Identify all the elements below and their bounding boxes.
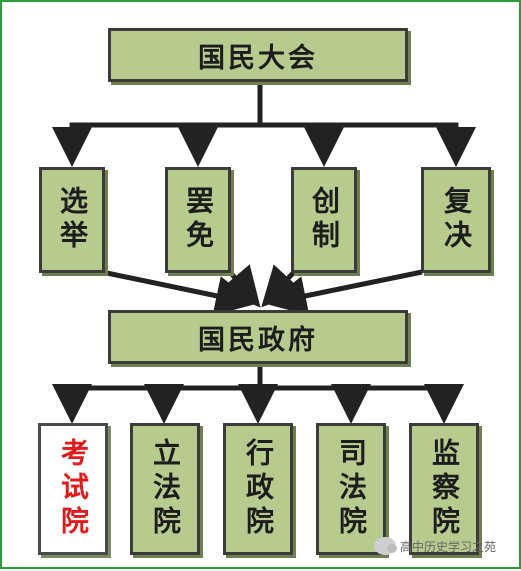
node-power-referendum: 复决 [421, 167, 491, 273]
wechat-icon [374, 537, 397, 555]
node-label: 行政院 [242, 438, 275, 540]
node-power-election: 选举 [39, 167, 105, 273]
node-label: 罢免 [182, 186, 215, 254]
node-label: 创制 [308, 186, 341, 254]
arrow-initiative-to-government [261, 264, 304, 308]
node-label: 司法院 [335, 438, 368, 540]
watermark: 高中历史学习之苑 [374, 532, 496, 560]
node-power-recall: 罢免 [165, 167, 231, 273]
node-label: 国民大会 [198, 42, 318, 74]
arrow-recall-to-government [219, 264, 261, 308]
watermark-text: 高中历史学习之苑 [400, 539, 497, 554]
node-label: 立法院 [149, 438, 182, 540]
node-power-initiative: 创制 [291, 167, 357, 273]
node-branch-judicial: 司法院 [316, 423, 386, 555]
node-label: 复决 [440, 186, 473, 254]
node-branch-executive: 行政院 [223, 423, 293, 555]
arrow-election-to-government [101, 269, 256, 316]
node-branch-legislative: 立法院 [130, 423, 200, 555]
node-label: 选举 [56, 186, 89, 254]
node-branch-control: 监察院 [409, 423, 479, 555]
node-national-assembly: 国民大会 [108, 28, 408, 82]
node-label: 监察院 [428, 438, 461, 540]
node-branch-examination: 考试院 [38, 423, 108, 555]
node-label: 国民政府 [198, 324, 318, 356]
node-national-government: 国民政府 [108, 310, 408, 364]
node-label: 考试院 [57, 438, 90, 540]
arrow-referendum-to-government [266, 269, 423, 316]
